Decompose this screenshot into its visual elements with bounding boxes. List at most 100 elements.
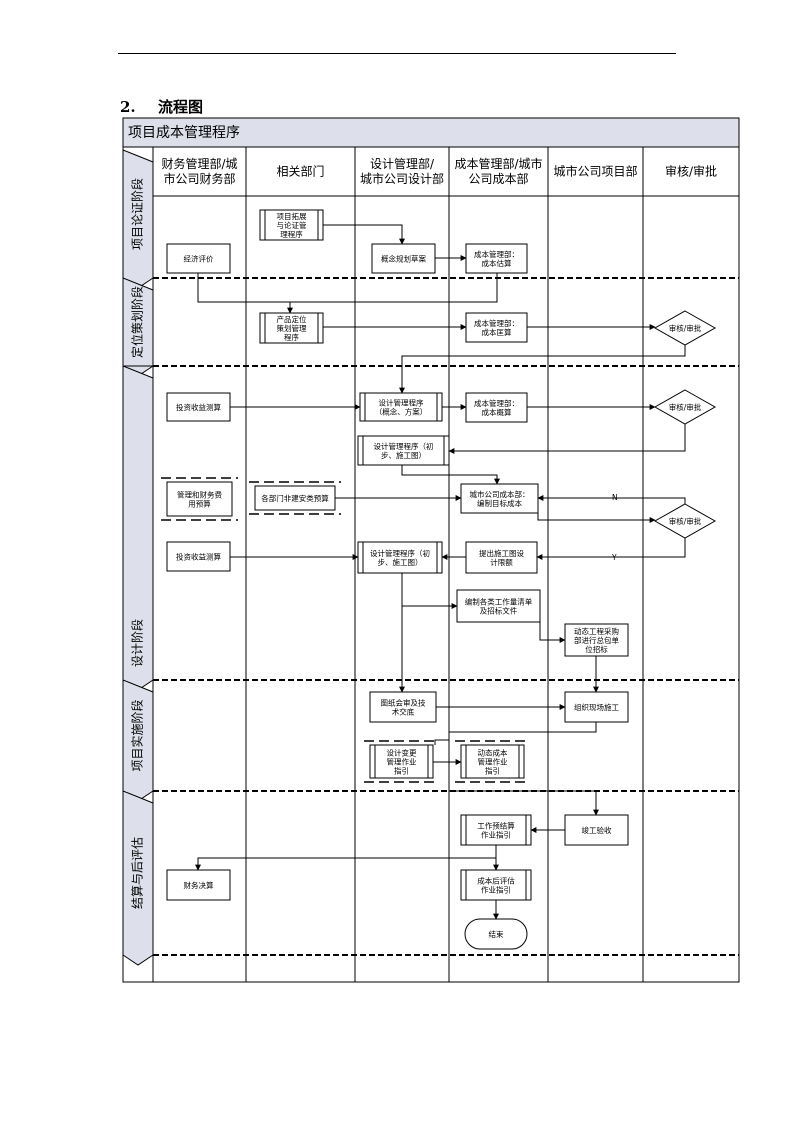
- title-bar: [122, 117, 740, 148]
- node-label: 计限额: [490, 557, 513, 567]
- flow-line: [434, 732, 450, 745]
- node-label: 设计管理程序: [379, 398, 424, 408]
- header-row: [122, 146, 740, 197]
- node-label: 用预算: [188, 499, 211, 509]
- node-label: 指引: [394, 766, 409, 776]
- node-label: 动态成本: [478, 748, 508, 758]
- node-n10: 成本管理部：成本概算: [465, 392, 528, 423]
- node-label: 及招标文件: [480, 606, 518, 616]
- decision-shape: [653, 503, 717, 539]
- node-label: 成本概算: [482, 407, 512, 417]
- node-label: 概念规划草案: [381, 254, 426, 264]
- flow-arrow: [323, 224, 405, 245]
- process-shape: [359, 392, 443, 422]
- phase-label-positioning: 定位策划阶段: [130, 286, 145, 358]
- node-label: 设计管理程序（初: [370, 548, 430, 558]
- flow-arrow: [448, 424, 686, 454]
- decision-shape: [653, 310, 717, 346]
- process-shape: [166, 481, 233, 517]
- node-label: 成本匡算: [482, 327, 512, 337]
- process-shape: [564, 691, 629, 723]
- node-label: 投资收益测算: [176, 552, 221, 562]
- node-label: 管理作业: [478, 757, 508, 767]
- diagram-title: 项目成本管理程序: [128, 125, 240, 141]
- phase-tab-demonstration: [122, 149, 154, 289]
- decision-shape: [653, 389, 717, 425]
- node-n17: 投资收益测算: [166, 541, 231, 572]
- section-number: 2.: [120, 98, 136, 116]
- column-header-cost: 公司成本部: [468, 171, 528, 186]
- node-label: 管理和财务费: [177, 490, 222, 500]
- node-label: 设计管理程序（初: [374, 441, 434, 451]
- flow-arrow: [536, 538, 686, 560]
- process-shape: [465, 541, 538, 574]
- node-label: 编制各类工作量清单: [465, 597, 533, 607]
- node-label: 投资收益测算: [176, 402, 221, 412]
- process-shape: [456, 589, 541, 623]
- column-header-finance: 财务管理部/城: [161, 156, 237, 171]
- node-label: 经济评价: [184, 254, 214, 264]
- node-n18: 设计管理程序（初步、施工图）: [357, 541, 443, 574]
- node-label: 产品定位: [277, 314, 307, 324]
- node-n30: 结束: [464, 918, 528, 950]
- node-label: （概念、方案）: [375, 407, 428, 417]
- node-n15: 城市公司成本部：编制目标成本: [460, 483, 539, 514]
- process-shape: [259, 209, 324, 241]
- node-label: 审核/审批: [669, 516, 702, 526]
- process-shape: [254, 485, 336, 511]
- node-label: 编制目标成本: [477, 498, 522, 508]
- process-shape: [564, 623, 629, 657]
- node-label: 与论证管: [277, 220, 307, 230]
- node-n7: 审核/审批: [653, 310, 717, 346]
- phase-tab-design: [122, 365, 154, 691]
- node-n6: 成本管理部：成本匡算: [465, 312, 528, 343]
- node-label: 城市公司成本部：: [470, 489, 530, 499]
- node-label: 审核/审批: [669, 402, 702, 412]
- node-label: 管理作业: [387, 757, 417, 767]
- node-n14: 各部门非建安类预算: [249, 481, 341, 515]
- flow-arrow: [399, 345, 686, 394]
- node-label: 竣工验收: [582, 825, 612, 835]
- node-label: 作业指引: [481, 885, 511, 895]
- column-header-related: 相关部门: [276, 164, 324, 179]
- node-label: 作业指引: [481, 830, 511, 840]
- process-shape: [166, 869, 231, 901]
- phase-label-demonstration: 项目论证阶段: [130, 178, 145, 250]
- page-top-rule: [118, 53, 676, 54]
- node-n23: 组织现场施工: [564, 691, 629, 723]
- process-shape: [357, 435, 450, 466]
- node-n9: 设计管理程序（概念、方案）: [359, 392, 443, 422]
- flow-arrow: [401, 465, 500, 485]
- process-shape: [166, 541, 231, 572]
- process-shape: [369, 744, 434, 779]
- flow-arrow: [195, 845, 497, 871]
- node-n12: 设计管理程序（初步、施工图）: [357, 435, 450, 466]
- node-label: 程序: [284, 332, 299, 342]
- node-label: 财务决算: [184, 880, 214, 890]
- node-label: 图纸会审及技: [381, 698, 426, 708]
- node-label: 成本后评估: [477, 876, 515, 886]
- node-label: 成本管理部：: [474, 398, 519, 408]
- phase-tab-settlement: [122, 790, 154, 966]
- node-label: 步、施工图）: [378, 557, 423, 567]
- node-label: 动态工程采购: [574, 626, 619, 636]
- flow-arrow: [537, 512, 656, 523]
- node-n16: 审核/审批: [653, 503, 717, 539]
- section-heading: 2. 流程图: [120, 96, 203, 117]
- phase-label-implementation: 项目实施阶段: [130, 699, 145, 771]
- node-label: 成本估算: [482, 258, 512, 268]
- section-title: 流程图: [158, 98, 204, 116]
- node-label: 各部门非建安类预算: [261, 493, 329, 503]
- process-shape: [460, 814, 532, 846]
- process-shape: [460, 869, 532, 901]
- node-label: 结束: [489, 929, 504, 939]
- flow-arrow: [537, 495, 686, 504]
- node-label: 组织现场施工: [574, 702, 619, 712]
